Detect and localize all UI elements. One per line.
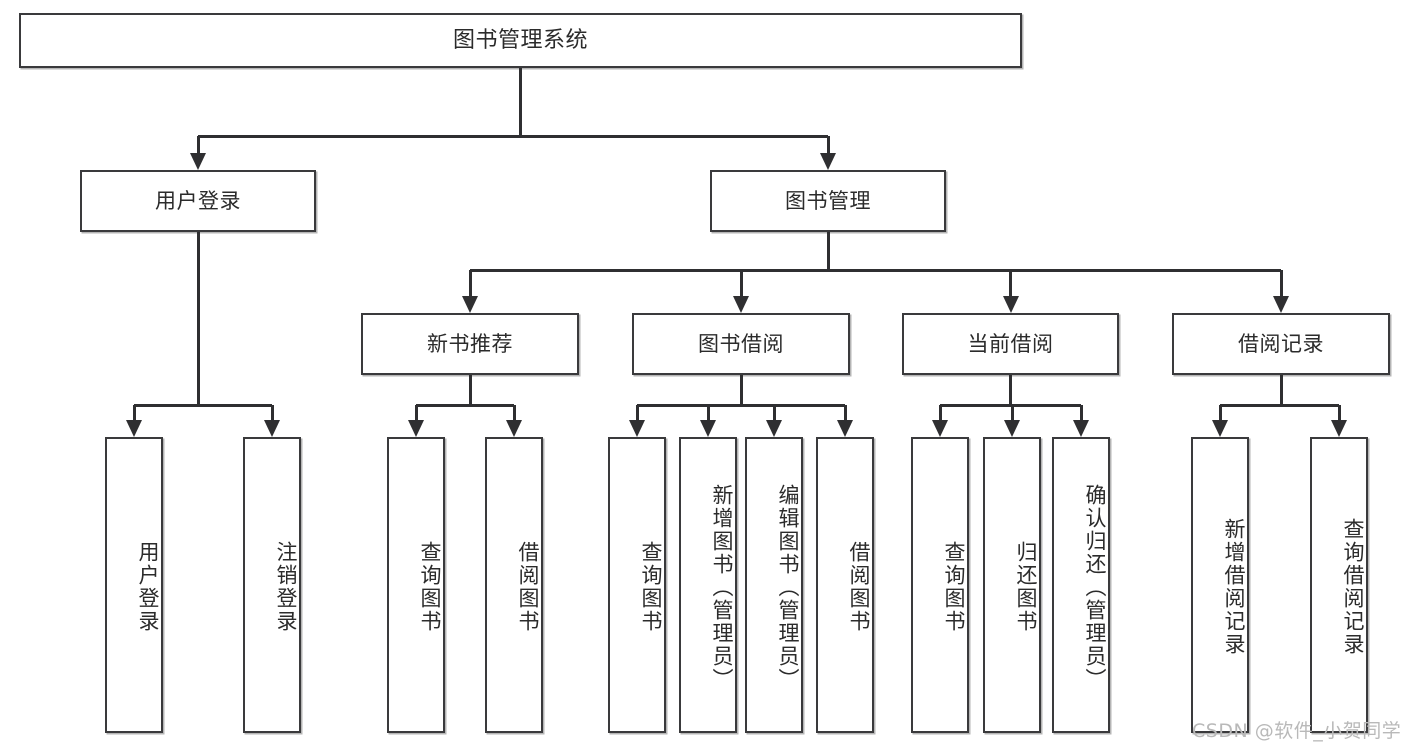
connector-arrowhead — [766, 420, 782, 437]
connector-line — [1079, 405, 1083, 420]
node-label: 图书管理 — [785, 188, 871, 213]
connector-line — [1220, 403, 1339, 407]
connector-arrowhead — [837, 420, 853, 437]
leaf-add-borrow-record[interactable]: 新增借阅记录 — [1191, 437, 1249, 733]
connector-line — [1009, 375, 1012, 405]
node-new-book-recommend[interactable]: 新书推荐 — [361, 313, 579, 375]
connector-arrowhead — [190, 153, 206, 170]
leaf-query-book-recommend[interactable]: 查询图书 — [387, 437, 445, 733]
node-label: 查询借阅记录 — [1341, 518, 1365, 656]
leaf-user-login[interactable]: 用户登录 — [105, 437, 163, 733]
node-label: 借阅记录 — [1238, 331, 1324, 356]
connector-line — [414, 405, 418, 420]
node-book-borrow[interactable]: 图书借阅 — [632, 313, 850, 375]
node-label: 借阅图书 — [516, 541, 540, 633]
node-label: 图书借阅 — [698, 331, 784, 356]
connector-line — [519, 68, 522, 136]
leaf-logout[interactable]: 注销登录 — [243, 437, 301, 733]
connector-line — [826, 232, 830, 270]
node-label: 图书管理系统 — [452, 27, 588, 53]
connector-arrowhead — [1331, 420, 1347, 437]
leaf-query-book-current[interactable]: 查询图书 — [911, 437, 969, 733]
connector-arrowhead — [408, 420, 424, 437]
node-borrow-records[interactable]: 借阅记录 — [1172, 313, 1390, 375]
connector-line — [637, 403, 845, 407]
connector-line — [270, 405, 274, 420]
connector-line — [1279, 270, 1283, 296]
connector-line — [470, 268, 1281, 272]
connector-line — [198, 134, 828, 138]
connector-arrowhead — [264, 420, 280, 437]
connector-line — [826, 136, 830, 153]
connector-arrowhead — [1002, 296, 1019, 313]
connector-line — [843, 405, 847, 420]
connector-arrowhead — [820, 153, 836, 170]
node-label: 查询图书 — [418, 541, 442, 633]
connector-arrowhead — [700, 420, 716, 437]
connector-arrowhead — [462, 296, 478, 313]
connector-arrowhead — [733, 296, 749, 313]
connector-arrowhead — [506, 420, 522, 437]
connector-line — [134, 403, 272, 407]
node-label: 编辑图书（管理员） — [776, 483, 800, 691]
connector-line — [706, 405, 710, 420]
leaf-confirm-return-admin[interactable]: 确认归还（管理员） — [1052, 437, 1110, 733]
connector-line — [1279, 375, 1283, 405]
connector-line — [468, 375, 472, 405]
leaf-add-book-admin[interactable]: 新增图书（管理员） — [679, 437, 737, 733]
leaf-query-book-borrow[interactable]: 查询图书 — [608, 437, 666, 733]
connector-line — [1218, 405, 1222, 420]
node-label: 查询图书 — [639, 541, 663, 633]
node-book-management[interactable]: 图书管理 — [710, 170, 946, 232]
connector-arrowhead — [1273, 296, 1289, 313]
connector-line — [739, 270, 743, 296]
connector-line — [1009, 270, 1012, 296]
connector-line — [416, 403, 514, 407]
node-label: 归还图书 — [1014, 541, 1038, 633]
leaf-borrow-book-recommend[interactable]: 借阅图书 — [485, 437, 543, 733]
connector-line — [635, 405, 639, 420]
connector-arrowhead — [629, 420, 645, 437]
node-label: 查询图书 — [942, 541, 966, 633]
node-root-book-management-system[interactable]: 图书管理系统 — [19, 13, 1022, 68]
connector-line — [132, 405, 136, 420]
node-label: 新增借阅记录 — [1222, 518, 1246, 656]
connector-arrowhead — [1004, 420, 1020, 437]
connector-line — [772, 405, 776, 420]
csdn-watermark: CSDN @软件_小贺同学 — [1192, 720, 1402, 742]
node-user-login[interactable]: 用户登录 — [80, 170, 316, 232]
leaf-borrow-book[interactable]: 借阅图书 — [816, 437, 874, 733]
node-label: 新增图书（管理员） — [710, 483, 734, 691]
node-current-borrow[interactable]: 当前借阅 — [902, 313, 1119, 375]
connector-arrowhead — [1212, 420, 1228, 437]
leaf-return-book[interactable]: 归还图书 — [983, 437, 1041, 733]
node-label: 借阅图书 — [847, 541, 871, 633]
connector-line — [938, 405, 942, 420]
node-label: 注销登录 — [274, 541, 298, 633]
connector-line — [512, 405, 516, 420]
node-label: 新书推荐 — [427, 331, 513, 356]
connector-line — [1010, 405, 1014, 420]
connector-arrowhead — [1073, 420, 1089, 437]
connector-line — [1337, 405, 1341, 420]
connector-line — [468, 270, 472, 296]
connector-line — [739, 375, 743, 405]
leaf-edit-book-admin[interactable]: 编辑图书（管理员） — [745, 437, 803, 733]
node-label: 当前借阅 — [967, 331, 1054, 356]
node-label: 用户登录 — [136, 541, 160, 633]
connector-line — [196, 232, 200, 405]
connector-arrowhead — [126, 420, 142, 437]
node-label: 用户登录 — [155, 188, 241, 213]
connector-line — [196, 136, 200, 153]
leaf-query-borrow-record[interactable]: 查询借阅记录 — [1310, 437, 1368, 733]
connector-arrowhead — [932, 420, 948, 437]
node-label: 确认归还（管理员） — [1083, 483, 1107, 691]
